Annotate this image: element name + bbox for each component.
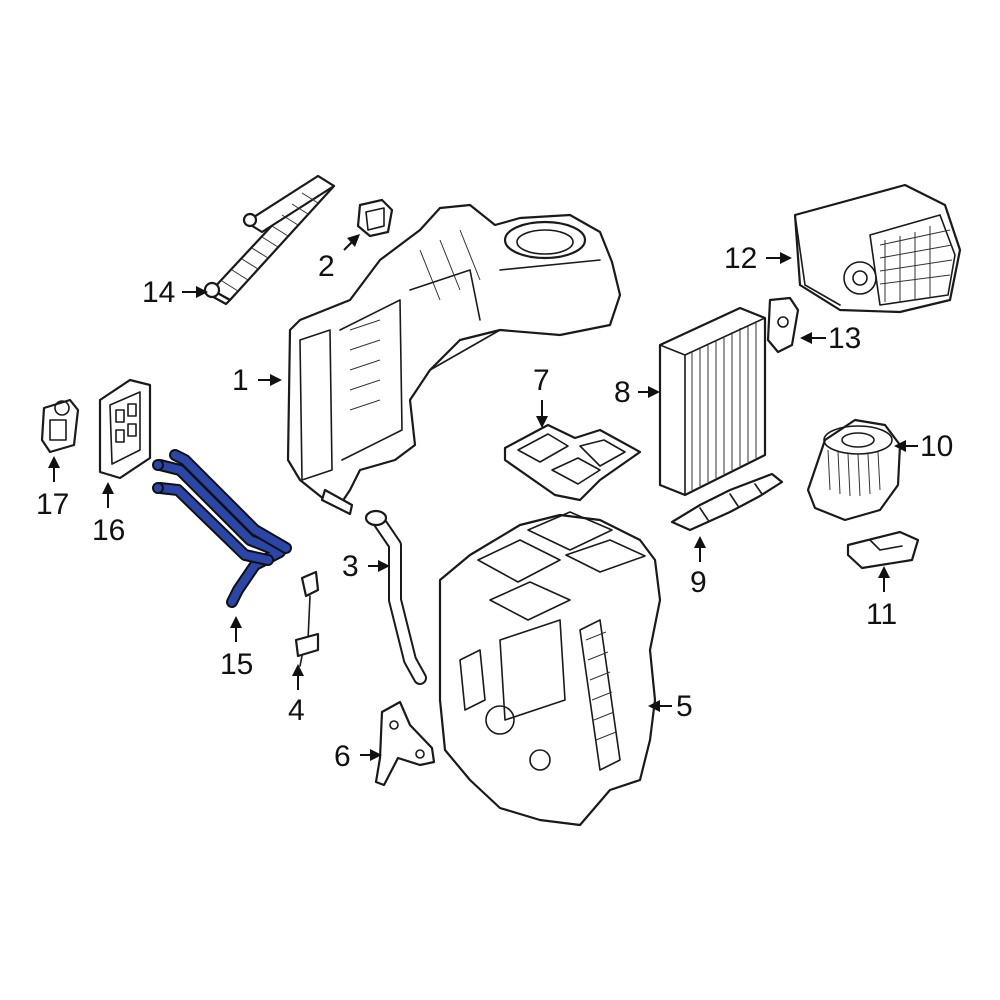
callout-12: 12 [724, 242, 757, 275]
leader-lines [48, 234, 918, 761]
part-6-mounting-bracket[interactable] [374, 700, 436, 787]
part-17-switch[interactable] [40, 398, 80, 454]
callout-7: 7 [533, 364, 550, 397]
callout-11: 11 [866, 598, 897, 631]
callout-9: 9 [690, 566, 707, 599]
part-2-grommet[interactable] [356, 198, 394, 238]
part-10-blower-motor[interactable] [806, 418, 902, 522]
part-5-lower-housing[interactable] [438, 511, 662, 827]
part-15-heater-hose-assembly[interactable] [152, 449, 292, 608]
part-16-control-panel[interactable] [98, 378, 152, 480]
part-12-blower-housing[interactable] [793, 183, 962, 314]
part-9-bracket[interactable] [670, 472, 784, 532]
leader-14 [182, 286, 208, 298]
leader-16 [102, 482, 114, 508]
leader-3 [368, 560, 390, 572]
callout-13: 13 [828, 322, 861, 355]
leader-4 [292, 664, 304, 690]
leader-2 [343, 234, 360, 251]
leader-5 [648, 700, 672, 712]
callout-5: 5 [676, 690, 693, 723]
callout-6: 6 [334, 740, 351, 773]
part-8-cabin-filter[interactable] [658, 306, 767, 497]
part-11-resistor[interactable] [846, 530, 920, 570]
leader-9 [694, 536, 706, 562]
callout-4: 4 [288, 694, 305, 727]
part-3-drain-tube[interactable] [364, 509, 427, 685]
leader-11 [878, 566, 890, 592]
leader-6 [360, 749, 382, 761]
part-4-temperature-sensor[interactable] [294, 570, 320, 667]
callout-labels: 14 2 1 12 13 8 7 10 9 11 17 16 15 3 4 5 … [36, 242, 953, 773]
leader-17 [48, 456, 60, 482]
leader-7 [536, 400, 548, 428]
leader-8 [638, 386, 660, 398]
leader-15 [230, 616, 242, 642]
callout-10: 10 [920, 430, 953, 463]
callout-2: 2 [318, 250, 335, 283]
callout-16: 16 [92, 514, 125, 547]
leader-13 [800, 332, 826, 344]
leader-12 [766, 252, 792, 264]
callout-14: 14 [142, 276, 175, 309]
leader-10 [894, 440, 918, 452]
callout-15: 15 [220, 648, 253, 681]
callout-8: 8 [614, 376, 631, 409]
part-13-sensor[interactable] [766, 296, 800, 354]
callout-1: 1 [232, 364, 249, 397]
part-14-heater-core[interactable] [203, 174, 336, 306]
part-7-seal-gasket[interactable] [503, 423, 642, 502]
callout-17: 17 [36, 488, 69, 521]
leader-1 [258, 374, 282, 386]
part-1-upper-housing[interactable] [286, 203, 622, 516]
callout-3: 3 [342, 550, 359, 583]
